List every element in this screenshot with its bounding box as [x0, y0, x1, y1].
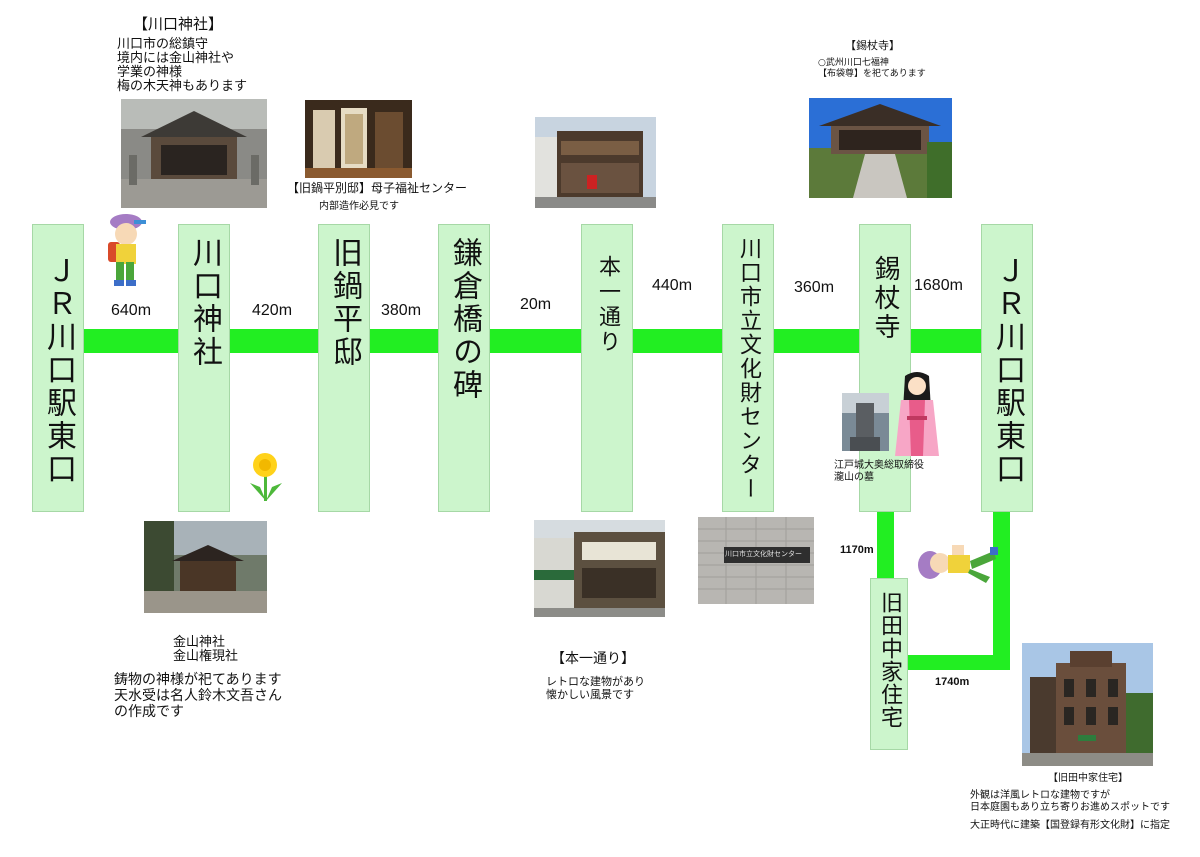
hiker-child-illustration — [104, 212, 146, 290]
station-honichi-label: 本一通り — [595, 255, 620, 355]
nabehira-caption: 【旧鍋平別邸】母子福祉センター — [287, 181, 468, 195]
distance-1170: 1170m — [840, 544, 874, 556]
photo-takiyama-grave — [842, 393, 889, 451]
shrine-heading: 【川口神社】 — [133, 15, 224, 33]
honichi-description: レトロな建物があり 懐かしい風景です — [546, 675, 645, 701]
station-jr-end-label: ＪＲ川口駅東口 — [990, 255, 1025, 486]
station-jr-start-label: ＪＲ川口駅東口 — [41, 255, 76, 486]
distance-20: 20m — [520, 296, 552, 313]
station-kawaguchi-shrine[interactable]: 川口神社 — [178, 224, 230, 512]
distance-1680: 1680m — [914, 277, 963, 294]
photo-tanaka-residence — [1022, 643, 1153, 766]
distance-1740: 1740m — [935, 676, 970, 688]
station-shakujoji-label: 錫杖寺 — [870, 255, 900, 342]
station-honichi[interactable]: 本一通り — [581, 224, 633, 512]
honichi-heading: 【本一通り】 — [551, 651, 635, 667]
route-drop-shakujoji — [877, 512, 894, 578]
kanayama-desc-line: 天水受は名人鈴木文吾さん — [114, 688, 282, 704]
photo-culture-center-plaque: 川口市立文化財センター — [698, 517, 814, 604]
photo-old-nabehira — [305, 100, 412, 178]
nabehira-subcaption: 内部造作必見です — [319, 201, 399, 212]
shrine-desc-line: 境内には金山神社や — [117, 51, 235, 66]
kanayama-description: 鋳物の神様が祀てあります 天水受は名人鈴木文吾さん の作成です — [114, 672, 282, 720]
dandelion-illustration — [246, 451, 286, 501]
tanaka-desc-line: 日本庭園もあり立ち寄りお進めスポットです — [970, 802, 1170, 813]
tanaka-desc-line: 大正時代に建築【国登録有形文化財】に指定 — [970, 820, 1170, 831]
route-tanaka-link — [901, 655, 1010, 670]
tanaka-description: 外観は洋風レトロな建物ですが 日本庭園もあり立ち寄りお進めスポットです 大正時代… — [970, 790, 1170, 832]
kanayama-title-line: 金山権現社 — [173, 649, 239, 664]
kanayama-desc-line: 鋳物の神様が祀てあります — [114, 672, 282, 688]
distance-360: 360m — [794, 279, 835, 296]
station-culture-center[interactable]: 川口市立文化財センター — [722, 224, 774, 512]
station-tanaka[interactable]: 旧田中家住宅 — [870, 578, 908, 750]
grave-caption-line: 瀧山の墓 — [834, 472, 874, 483]
station-shakujoji[interactable]: 錫杖寺 — [859, 224, 911, 512]
station-old-nabehira-label: 旧鍋平邸 — [327, 237, 362, 369]
princess-illustration — [893, 370, 941, 458]
honichi-desc-line: レトロな建物があり — [546, 675, 645, 688]
photo-honichi-shops — [534, 520, 665, 617]
shakujoji-description: ○武州川口七福神 【布袋尊】を祀てあります — [818, 58, 926, 80]
honichi-desc-line: 懐かしい風景です — [546, 688, 634, 701]
shrine-desc-line: 学業の神様 — [117, 65, 183, 80]
resting-child-illustration — [916, 541, 998, 587]
photo-shakujoji-temple — [809, 98, 952, 198]
photo-honichi-street — [535, 117, 656, 208]
shrine-desc-line: 梅の木天神もあります — [117, 79, 248, 94]
station-kawaguchi-shrine-label: 川口神社 — [187, 237, 222, 369]
shrine-desc-line: 川口市の総鎮守 — [117, 37, 209, 52]
station-jr-end[interactable]: ＪＲ川口駅東口 — [981, 224, 1033, 512]
station-culture-center-label: 川口市立文化財センター — [736, 237, 761, 501]
distance-640: 640m — [111, 302, 152, 319]
tanaka-heading: 【旧田中家住宅】 — [1048, 773, 1128, 784]
shakujoji-desc-line: ○武州川口七福神 — [818, 58, 889, 68]
photo-kawaguchi-shrine — [121, 99, 267, 208]
distance-380: 380m — [381, 302, 422, 319]
shakujoji-heading: 【錫杖寺】 — [845, 39, 900, 52]
station-kamakura-bridge-label: 鎌倉橋の碑 — [447, 237, 482, 402]
station-tanaka-label: 旧田中家住宅 — [877, 591, 902, 729]
distance-420: 420m — [252, 302, 293, 319]
shakujoji-desc-line: 【布袋尊】を祀てあります — [818, 69, 926, 79]
plaque-text: 川口市立文化財センター — [725, 550, 802, 558]
station-jr-start[interactable]: ＪＲ川口駅東口 — [32, 224, 84, 512]
grave-caption: 江戸城大奥総取締役 瀧山の墓 — [834, 460, 924, 484]
grave-caption-line: 江戸城大奥総取締役 — [834, 460, 924, 471]
kanayama-title: 金山神社 金山権現社 — [173, 636, 238, 664]
distance-440: 440m — [652, 277, 693, 294]
route-drop-jr — [993, 512, 1010, 670]
kanayama-desc-line: の作成です — [114, 704, 184, 720]
station-kamakura-bridge[interactable]: 鎌倉橋の碑 — [438, 224, 490, 512]
station-old-nabehira[interactable]: 旧鍋平邸 — [318, 224, 370, 512]
tanaka-desc-line: 外観は洋風レトロな建物ですが — [970, 790, 1110, 801]
photo-kanayama-shrine — [144, 521, 267, 613]
shrine-description: 川口市の総鎮守 境内には金山神社や 学業の神様 梅の木天神もあります — [117, 38, 247, 94]
route-main — [82, 329, 982, 353]
kanayama-title-line: 金山神社 — [173, 635, 226, 650]
